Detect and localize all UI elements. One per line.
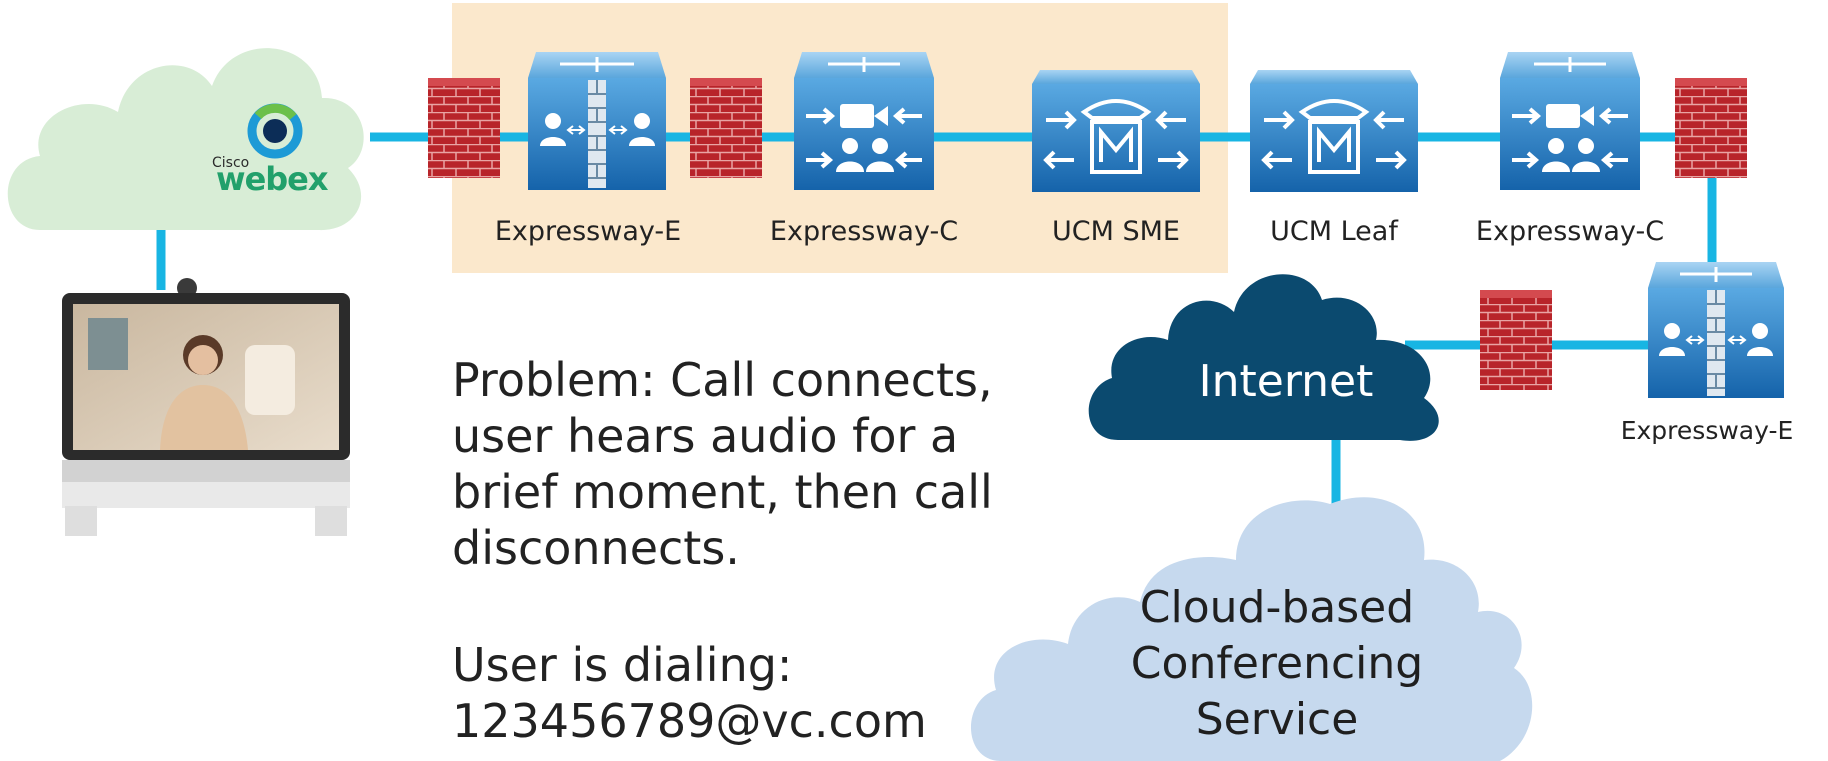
- internet-cloud-label: Internet: [1198, 356, 1374, 407]
- conferencing-cloud: [970, 497, 1533, 761]
- internet-cloud: [1088, 274, 1439, 441]
- dialing-statement: User is dialing: 123456789@vc.com: [452, 638, 927, 748]
- label-ucm-sme: UCM SME: [1052, 216, 1180, 247]
- label-expressway-c-1: Expressway-C: [769, 216, 959, 247]
- expressway-c-icon: [1500, 52, 1640, 190]
- label-expressway-e-1: Expressway-E: [494, 216, 682, 247]
- expressway-e-icon: [1648, 262, 1784, 398]
- label-expressway-c-2: Expressway-C: [1475, 216, 1665, 247]
- webex-cloud: [7, 48, 364, 231]
- firewall-icon: [428, 78, 500, 178]
- ucm-leaf-icon: [1250, 70, 1418, 192]
- label-expressway-e-2: Expressway-E: [1620, 416, 1794, 445]
- webex-brand-name: webex: [216, 160, 329, 198]
- firewall-icon: [1480, 290, 1552, 390]
- ucm-sme-icon: [1032, 70, 1200, 192]
- firewall-icon: [690, 78, 762, 178]
- label-ucm-leaf: UCM Leaf: [1270, 216, 1398, 247]
- expressway-e-icon: [528, 52, 666, 190]
- webex-logo-icon: [247, 103, 303, 159]
- video-endpoint-device: [62, 278, 350, 536]
- firewall-icon: [1675, 78, 1747, 178]
- expressway-c-icon: [794, 52, 934, 190]
- conferencing-cloud-label: Cloud-based Conferencing Service: [1130, 582, 1424, 745]
- problem-statement: Problem: Call connects, user hears audio…: [452, 353, 993, 575]
- webex-brand-small: Cisco: [212, 155, 250, 171]
